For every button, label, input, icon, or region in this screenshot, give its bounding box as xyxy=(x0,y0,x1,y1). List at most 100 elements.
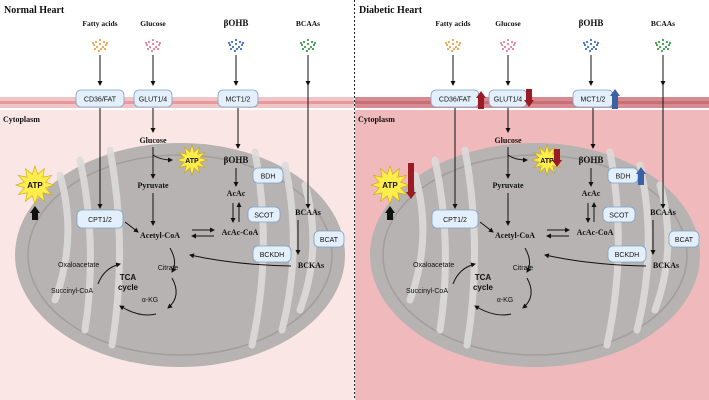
glucose-label: Glucose xyxy=(494,136,522,145)
succinyl-coa-label: Succinyl-CoA xyxy=(406,288,448,295)
succinyl-to-oaa-arrow xyxy=(97,262,121,285)
cd36-fat-box: CD36/FAT xyxy=(430,89,480,108)
cpt-to-acetyl-arrow xyxy=(124,221,139,233)
cpt-box-label: CPT1/2 xyxy=(443,217,467,224)
main-atp-star: ATP xyxy=(15,165,55,205)
bohb-label: βOHB xyxy=(224,155,249,165)
acetyl-coa-label: Acetyl-CoA xyxy=(495,231,535,240)
glut-box: GLUT1/4 xyxy=(488,89,528,108)
panel-title: Normal Heart xyxy=(4,5,65,16)
citrate-to-akg-arrow xyxy=(167,277,177,309)
cd36-increase-arrow xyxy=(476,91,486,109)
fatty-acids-dots xyxy=(91,38,109,53)
cpt-to-acetyl-arrow xyxy=(479,221,494,233)
cytoplasm-label: Cytoplasm xyxy=(3,115,40,124)
bdh-box: BDH xyxy=(607,167,639,184)
cpt-box: CPT1/2 xyxy=(431,209,479,229)
atp-output-arrow xyxy=(30,206,40,220)
pyruvate-label: Pyruvate xyxy=(137,181,169,190)
glut-box-label: GLUT1/4 xyxy=(494,97,523,104)
bckdh-box: BCKDH xyxy=(252,245,292,263)
bckdh-box-label: BCKDH xyxy=(260,252,285,259)
bcaas-nutrient-dots xyxy=(299,38,317,53)
glycolysis-atp-decrease-arrow xyxy=(552,149,562,167)
citrate-to-akg-arrow xyxy=(522,277,532,309)
bohb-nutrient-label: βOHB xyxy=(224,18,249,28)
scot-box-label: SCOT xyxy=(609,213,629,220)
bckas-label: BCKAs xyxy=(653,261,679,270)
akg-to-succinyl-arrow xyxy=(119,305,157,316)
bcat-box: BCAT xyxy=(668,230,700,248)
bckas-label: BCKAs xyxy=(298,261,324,270)
main-atp-label: ATP xyxy=(27,181,43,190)
citrate-label: Citrate xyxy=(158,265,179,272)
bohb-nutrient-dots xyxy=(227,38,245,53)
glycolysis-atp-arrow xyxy=(507,154,528,163)
atp-decrease-arrow xyxy=(406,163,416,199)
fatty-acids-label: Fatty acids xyxy=(435,19,470,28)
mct-box-label: MCT1/2 xyxy=(581,97,606,104)
bckdh-box: BCKDH xyxy=(607,245,647,263)
acac-label: AcAc xyxy=(582,189,601,198)
atp-output-arrow xyxy=(385,206,395,220)
acac-coa-label: AcAc-CoA xyxy=(577,228,614,237)
bdh-box-label: BDH xyxy=(616,174,631,181)
glycolysis-atp-arrow xyxy=(152,154,173,163)
normal-membrane xyxy=(0,97,354,108)
succinyl-to-oaa-arrow xyxy=(452,262,476,285)
panel-title: Diabetic Heart xyxy=(359,5,423,16)
mct-box: MCT1/2 xyxy=(572,89,614,108)
scot-box: SCOT xyxy=(602,206,636,223)
glucose-label: Glucose xyxy=(139,136,167,145)
cd36-fat-box-label: CD36/FAT xyxy=(439,97,472,104)
glucose-nutrient-label: Glucose xyxy=(140,19,166,28)
acetyl-to-citrate-arrow xyxy=(169,247,177,273)
akg-label: α-KG xyxy=(497,297,514,304)
glut-decrease-arrow xyxy=(524,89,534,107)
cpt-box: CPT1/2 xyxy=(76,209,124,229)
bcat-box: BCAT xyxy=(313,230,345,248)
bdh-increase-arrow xyxy=(636,167,646,185)
mitochondrion xyxy=(370,143,700,367)
bcka-to-tca-arrow xyxy=(544,253,647,267)
glucose-nutrient-label: Glucose xyxy=(495,19,521,28)
bohb-nutrient-dots xyxy=(582,38,600,53)
glucose-nutrient-dots xyxy=(499,38,517,53)
oxaloacetate-label: Oxaloacetate xyxy=(413,262,454,269)
acac-label: AcAc xyxy=(227,189,246,198)
bcaas-nutrient-label: BCAAs xyxy=(296,19,320,28)
cpt-box-label: CPT1/2 xyxy=(88,217,112,224)
bcaas-label: BCAAs xyxy=(650,208,676,217)
fatty-acids-label: Fatty acids xyxy=(82,19,117,28)
main-atp-star: ATP xyxy=(370,165,410,205)
citrate-label: Citrate xyxy=(513,265,534,272)
glut-box: GLUT1/4 xyxy=(133,89,173,108)
scot-box: SCOT xyxy=(247,206,281,223)
mct-box-label: MCT1/2 xyxy=(226,97,251,104)
oxaloacetate-label: Oxaloacetate xyxy=(58,262,99,269)
cd36-fat-box-label: CD36/FAT xyxy=(84,97,117,104)
acetyl-to-citrate-arrow xyxy=(524,247,532,273)
glycolysis-atp-star: ATP xyxy=(175,143,209,177)
akg-to-succinyl-arrow xyxy=(474,305,512,316)
glut-box-label: GLUT1/4 xyxy=(139,97,168,104)
glucose-nutrient-dots xyxy=(144,38,162,53)
fatty-acids-dots xyxy=(444,38,462,53)
bcaas-nutrient-dots xyxy=(654,38,672,53)
bcat-box-label: BCAT xyxy=(320,237,339,244)
acac-coa-label: AcAc-CoA xyxy=(222,228,259,237)
cytoplasm-label: Cytoplasm xyxy=(358,115,395,124)
bcat-box-label: BCAT xyxy=(675,237,694,244)
glycolysis-atp-label: ATP xyxy=(185,158,199,165)
mct-box: MCT1/2 xyxy=(217,89,259,108)
bohb-nutrient-label: βOHB xyxy=(579,18,604,28)
akg-label: α-KG xyxy=(142,297,159,304)
